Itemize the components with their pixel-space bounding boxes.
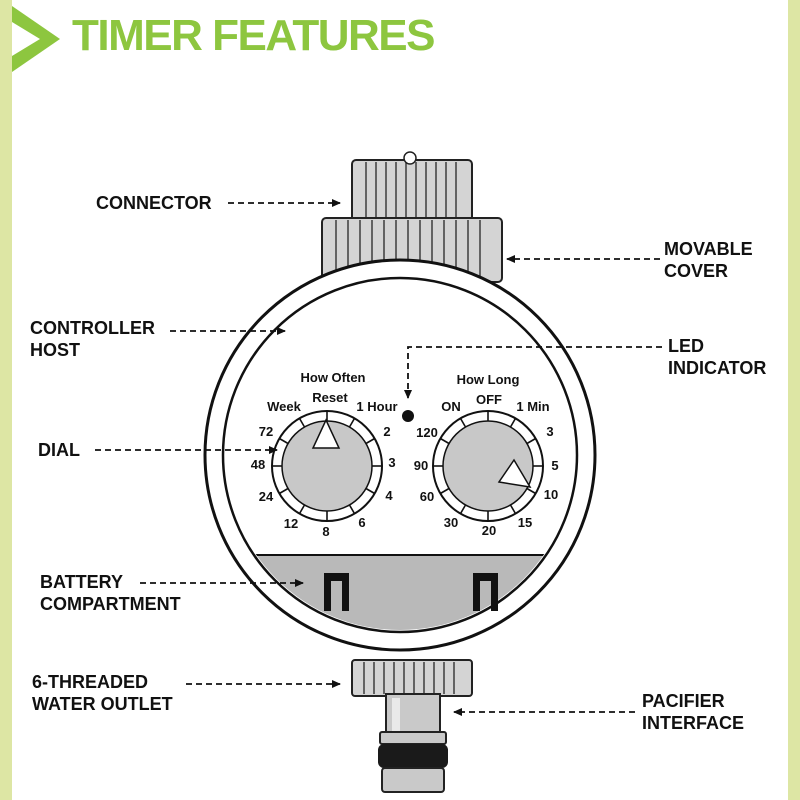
dial-tick <box>348 417 356 428</box>
dial-tick <box>298 417 306 428</box>
left-dial-label: 4 <box>385 488 393 503</box>
right-dial-label: 20 <box>482 523 496 538</box>
left-dial-label: 1 Hour <box>356 399 397 414</box>
right-dial-off: OFF <box>476 392 502 407</box>
right-dial-label: 10 <box>544 487 558 502</box>
left-dial-label: 48 <box>251 457 265 472</box>
left-dial-label: 6 <box>358 515 365 530</box>
dial-tick <box>439 437 450 445</box>
dial-tick <box>526 487 537 495</box>
dial-tick <box>509 417 517 428</box>
left-dial-label: 8 <box>322 524 329 539</box>
play-triangle-logo-icon <box>12 6 60 72</box>
left-dial-label: 3 <box>388 455 395 470</box>
connector <box>351 151 473 223</box>
right-dial-label: 90 <box>414 458 428 473</box>
dial-pointer <box>497 458 532 488</box>
led-dot-icon <box>402 410 414 422</box>
dial-tick <box>348 504 356 515</box>
dial-tick <box>278 437 289 445</box>
left-dial-label: 72 <box>259 424 273 439</box>
pacifier-interface <box>378 693 448 793</box>
left-dial-label: 12 <box>284 516 298 531</box>
left-dial-reset: Reset <box>312 390 348 405</box>
callout-dial: DIAL <box>38 440 80 460</box>
page-title: TIMER FEATURES <box>72 11 435 60</box>
dial-tick <box>459 417 467 428</box>
dial-tick <box>365 437 376 445</box>
dial-tick <box>278 487 289 495</box>
right-dial-title: How Long <box>457 372 520 387</box>
left-dial-label: Week <box>267 399 301 414</box>
battery-bracket-icon <box>473 573 498 611</box>
timer-diagram: How Often Reset Week 1 Hour 72 2 48 3 24… <box>95 151 662 793</box>
left-dial-label: 24 <box>259 489 274 504</box>
battery-bracket-icon <box>324 573 349 611</box>
dial-tick <box>439 487 450 495</box>
water-outlet <box>351 659 473 697</box>
right-dial-label: 5 <box>551 458 558 473</box>
dial-pointer <box>311 418 341 449</box>
dial-tick <box>459 504 467 515</box>
callout-connector: CONNECTOR <box>96 193 212 213</box>
left-dial-label: 2 <box>383 424 390 439</box>
left-dial-title: How Often <box>301 370 366 385</box>
dial-tick <box>298 504 306 515</box>
right-dial-label: 3 <box>546 424 553 439</box>
dial-tick <box>365 487 376 495</box>
right-dial-label: 15 <box>518 515 532 530</box>
right-dial-label: 60 <box>420 489 434 504</box>
dial-tick <box>509 504 517 515</box>
right-dial-on: ON <box>441 399 461 414</box>
left-dial <box>271 410 383 522</box>
dial-tick <box>526 437 537 445</box>
right-dial-label: 30 <box>444 515 458 530</box>
controller-host <box>203 258 597 652</box>
right-dial-label: 1 Min <box>516 399 549 414</box>
leader-lines <box>95 199 662 716</box>
right-dial <box>432 410 544 522</box>
right-dial-label: 120 <box>416 425 438 440</box>
